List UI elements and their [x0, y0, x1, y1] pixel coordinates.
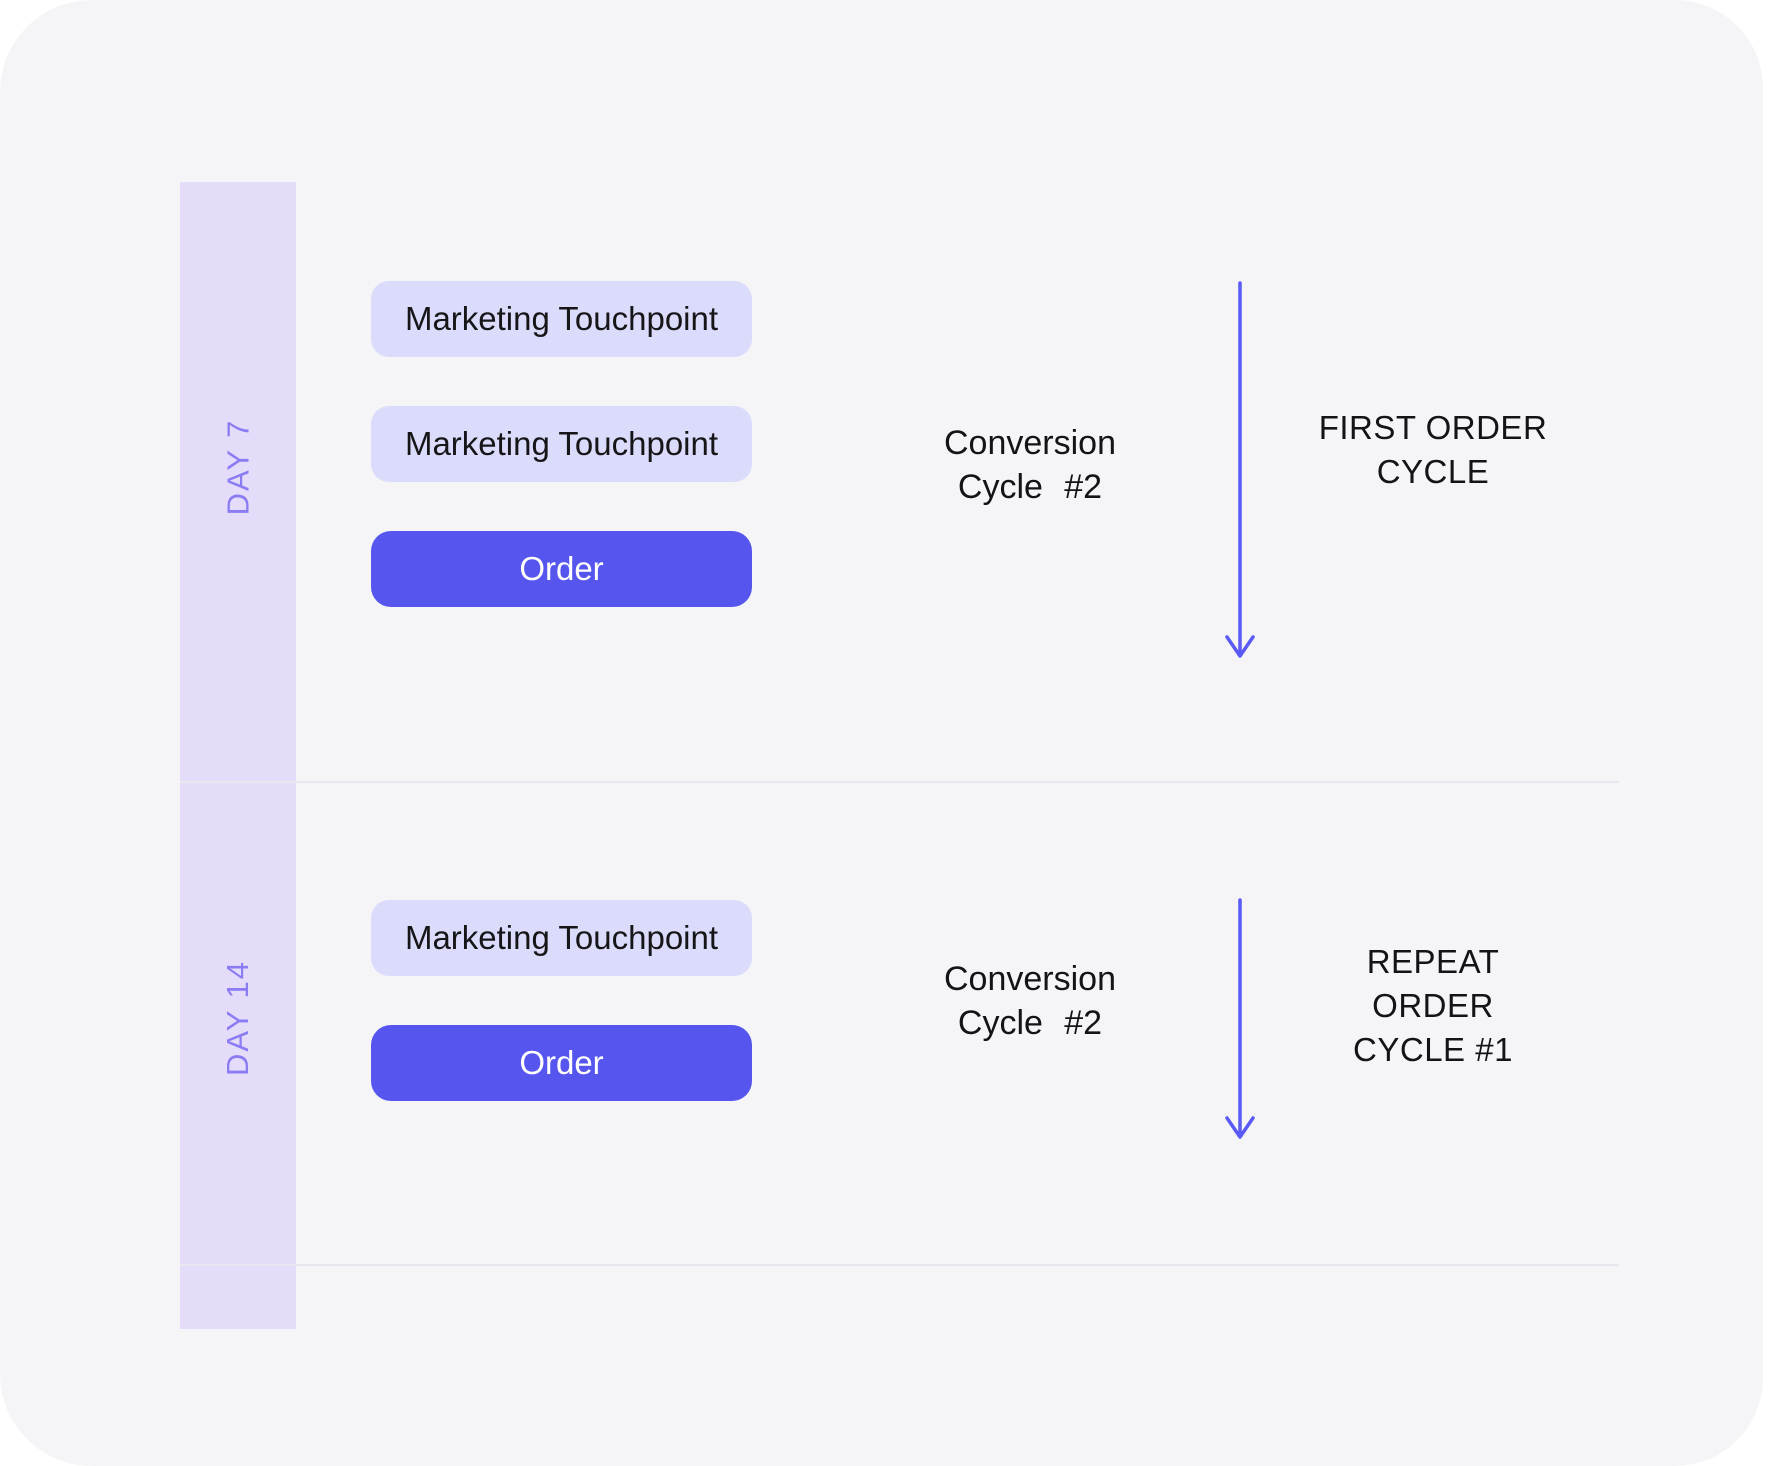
day-7-label: DAY 7	[219, 418, 255, 516]
order-button: Order	[371, 1025, 752, 1101]
conversion-cycle-label: Conversion Cycle #2	[900, 421, 1160, 509]
first-order-cycle-label: FIRST ORDER CYCLE	[1283, 406, 1583, 494]
repeat-order-cycle-line: REPEAT	[1366, 943, 1500, 980]
down-arrow-icon	[1225, 281, 1255, 658]
down-arrow-icon	[1225, 898, 1255, 1139]
conversion-cycle-line: Conversion	[944, 424, 1116, 462]
order-button-label: Order	[519, 550, 604, 587]
day-14-label: DAY 14	[219, 960, 255, 1076]
touchpoint-pill: Marketing Touchpoint	[371, 406, 752, 482]
order-button: Order	[371, 531, 752, 607]
order-button-label: Order	[519, 1044, 604, 1081]
first-order-cycle-line: CYCLE	[1376, 453, 1490, 490]
touchpoint-pill-label: Marketing Touchpoint	[404, 425, 719, 462]
first-order-cycle-line: FIRST ORDER	[1318, 409, 1548, 446]
timeline-bar	[180, 182, 296, 1329]
conversion-cycle-line: Conversion	[944, 960, 1116, 998]
repeat-order-cycle-line: ORDER	[1372, 987, 1494, 1024]
conversion-cycle-label: Conversion Cycle #2	[900, 957, 1160, 1045]
day-7-label-wrap: DAY 7	[180, 367, 296, 567]
touchpoint-pill-label: Marketing Touchpoint	[404, 919, 719, 956]
repeat-order-cycle-line: CYCLE #1	[1353, 1031, 1513, 1068]
touchpoint-pill: Marketing Touchpoint	[371, 281, 752, 357]
repeat-order-cycle-label: REPEAT ORDER CYCLE #1	[1283, 940, 1583, 1072]
section-separator	[180, 781, 1619, 783]
conversion-cycle-line: Cycle #2	[957, 1004, 1103, 1042]
touchpoint-pill-label: Marketing Touchpoint	[404, 300, 719, 337]
day-14-label-wrap: DAY 14	[180, 918, 296, 1118]
section-separator	[180, 1264, 1619, 1266]
conversion-cycle-line: Cycle #2	[957, 468, 1103, 506]
touchpoint-pill: Marketing Touchpoint	[371, 900, 752, 976]
